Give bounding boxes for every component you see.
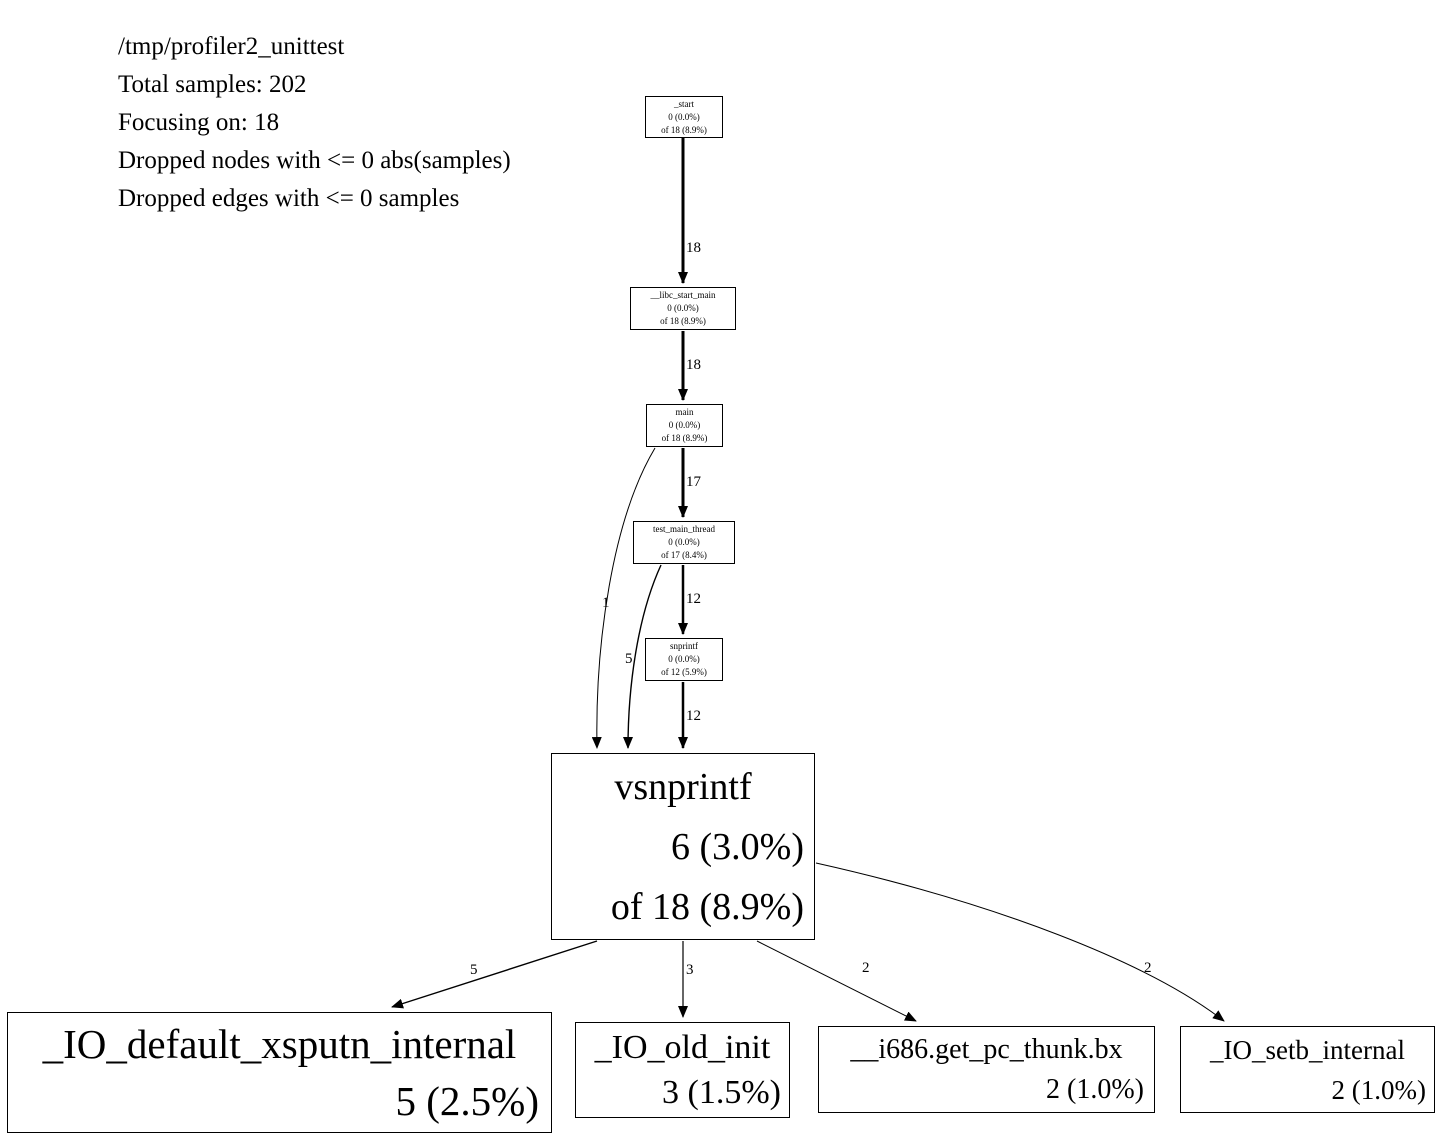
edge-label: 17 — [686, 474, 701, 490]
total-samples-line: Total samples: 202 — [118, 71, 307, 98]
dropped-edges-line: Dropped edges with <= 0 samples — [118, 185, 460, 212]
node-title: _IO_setb_internal — [1210, 1034, 1405, 1065]
node-vsnprintf: vsnprintf 6 (3.0%) of 18 (8.9%) — [551, 753, 815, 940]
node-self-samples: 0 (0.0%) — [668, 420, 701, 430]
node-self-samples: 2 (1.0%) — [1331, 1074, 1426, 1105]
node-title: _IO_default_xsputn_internal — [42, 1020, 517, 1067]
edge-testmainthread-vsnprintf — [623, 564, 662, 749]
node-title: __libc_start_main — [650, 290, 716, 300]
node-libc-start-main: __libc_start_main 0 (0.0%) of 18 (8.9%) — [630, 287, 736, 330]
dropped-nodes-line: Dropped nodes with <= 0 abs(samples) — [118, 147, 511, 174]
node-self-samples: 0 (0.0%) — [668, 654, 700, 664]
node-total-samples: of 12 (5.9%) — [661, 667, 707, 677]
node-title: main — [675, 407, 694, 417]
focusing-on-line: Focusing on: 18 — [118, 109, 280, 136]
node-total-samples: of 18 (8.9%) — [661, 433, 708, 443]
profile-binary-path: /tmp/profiler2_unittest — [118, 33, 345, 60]
node-self-samples: 0 (0.0%) — [668, 537, 700, 547]
node-io-default-xsputn-internal: _IO_default_xsputn_internal 5 (2.5%) — [7, 1012, 552, 1133]
node-self-samples: 5 (2.5%) — [395, 1077, 539, 1124]
node-self-samples: 0 (0.0%) — [667, 303, 699, 313]
edge-label: 5 — [470, 962, 478, 978]
edge-vsnprintf-iosetb — [815, 862, 1225, 1022]
edge-label: 2 — [862, 960, 870, 976]
edge-label: 18 — [686, 240, 701, 256]
edge-label: 1 — [602, 595, 610, 611]
edge-vsnprintf-i686thunk — [756, 940, 917, 1022]
node-self-samples: 6 (3.0%) — [671, 825, 804, 868]
node-io-old-init: _IO_old_init 3 (1.5%) — [575, 1022, 790, 1118]
graph-header: /tmp/profiler2_unittest Total samples: 2… — [118, 28, 511, 218]
node-test-main-thread: test_main_thread 0 (0.0%) of 17 (8.4%) — [633, 521, 735, 564]
node-total-samples: of 18 (8.9%) — [610, 885, 804, 928]
node-title: snprintf — [670, 641, 698, 651]
node-total-samples: of 18 (8.9%) — [660, 316, 706, 326]
node-title: vsnprintf — [614, 765, 752, 808]
node-title: _IO_old_init — [594, 1029, 771, 1066]
edge-label: 5 — [625, 651, 633, 667]
node-total-samples: of 17 (8.4%) — [661, 550, 707, 560]
node-title: _start — [674, 98, 694, 109]
edge-label: 3 — [686, 962, 694, 978]
node-title: test_main_thread — [653, 524, 715, 534]
node-main: main 0 (0.0%) of 18 (8.9%) — [646, 404, 723, 447]
edge-vsnprintf-iodefaultxsputn — [391, 940, 598, 1009]
edge-label: 12 — [686, 708, 701, 724]
node-snprintf: snprintf 0 (0.0%) of 12 (5.9%) — [645, 638, 723, 681]
node-start: _start 0 (0.0%) of 18 (8.9%) — [645, 96, 723, 138]
edge-label: 2 — [1144, 960, 1152, 976]
node-title: __i686.get_pc_thunk.bx — [850, 1033, 1123, 1065]
edge-label: 18 — [686, 357, 701, 373]
edge-label: 12 — [686, 591, 701, 607]
node-total-samples: of 18 (8.9%) — [661, 124, 707, 135]
edge-main-vsnprintf — [591, 447, 656, 749]
node-self-samples: 2 (1.0%) — [1046, 1073, 1144, 1105]
node-self-samples: 3 (1.5%) — [662, 1074, 781, 1111]
node-io-setb-internal: _IO_setb_internal 2 (1.0%) — [1180, 1026, 1435, 1113]
node-i686-get-pc-thunk: __i686.get_pc_thunk.bx 2 (1.0%) — [818, 1026, 1155, 1113]
node-self-samples: 0 (0.0%) — [668, 111, 700, 122]
